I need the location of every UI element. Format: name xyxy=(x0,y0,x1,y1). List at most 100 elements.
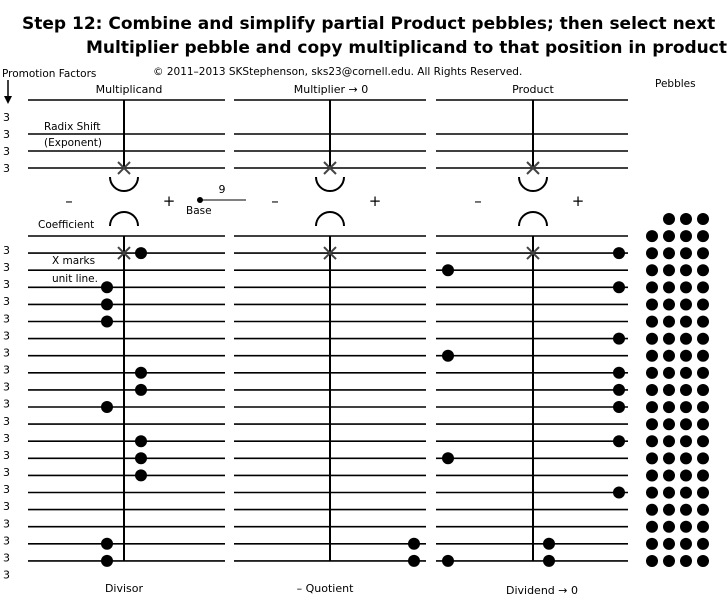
pool-pebble xyxy=(697,230,709,243)
pool-pebble xyxy=(663,452,675,465)
coefficient-factor: 3 xyxy=(3,415,10,428)
multiplicand-pebble xyxy=(101,401,113,413)
unit-x-mark-icon xyxy=(323,161,337,175)
base-value: 9 xyxy=(219,183,226,196)
exponent-factor: 3 xyxy=(3,128,10,141)
unit-x-mark-icon xyxy=(117,161,131,175)
pool-pebble xyxy=(663,503,675,516)
pool-pebble xyxy=(697,349,709,362)
pool-pebble xyxy=(680,418,692,431)
multiplicand-pebble xyxy=(135,469,147,482)
pool-pebble xyxy=(680,247,692,260)
pool-pebble xyxy=(697,469,709,482)
pool-pebble xyxy=(697,418,709,431)
pool-pebble xyxy=(680,384,692,396)
coefficient-factor: 3 xyxy=(3,398,10,411)
exponent-factor: 3 xyxy=(3,145,10,158)
product-pebble xyxy=(613,486,625,499)
pool-pebble xyxy=(646,486,658,499)
pool-pebble xyxy=(663,555,675,567)
quotient-label: – Quotient xyxy=(297,582,354,595)
dividend-label: Dividend → 0 xyxy=(506,584,578,597)
base-label: Base xyxy=(186,205,212,217)
pool-pebble xyxy=(697,401,709,414)
unit-x-mark-icon xyxy=(323,246,337,260)
pool-pebble xyxy=(663,366,675,379)
pool-pebble xyxy=(663,418,675,431)
cup-symbol-icon xyxy=(109,176,139,192)
pool-pebble xyxy=(680,264,692,277)
title-line-1: Step 12: Combine and simplify partial Pr… xyxy=(22,14,715,34)
pool-pebble xyxy=(697,281,709,294)
coefficient-factor: 3 xyxy=(3,500,10,513)
pool-pebble xyxy=(646,230,658,243)
multiplier-label: Multiplier → 0 xyxy=(294,83,368,96)
pool-pebble xyxy=(697,264,709,277)
unit-x-mark-icon xyxy=(117,246,131,260)
multiplicand-pebble xyxy=(135,452,147,465)
pool-pebble xyxy=(697,298,709,311)
coefficient-factor: 3 xyxy=(3,329,10,342)
plus-sign: + xyxy=(369,192,382,210)
pool-pebble xyxy=(663,384,675,396)
pool-pebble xyxy=(646,384,658,396)
grid-lines: –+–+–+ xyxy=(28,99,628,562)
pool-pebble xyxy=(680,315,692,328)
pool-pebble xyxy=(663,469,675,482)
pool-pebble xyxy=(646,315,658,328)
product-label: Product xyxy=(512,83,554,96)
coefficient-label: Coefficient xyxy=(38,219,94,231)
product-pebble xyxy=(543,554,555,567)
promotion-factors-label: Promotion Factors xyxy=(2,68,96,80)
multiplicand-pebble xyxy=(135,383,147,396)
pool-pebble xyxy=(680,213,692,225)
coefficient-factor: 3 xyxy=(3,347,10,360)
multiplicand-pebble xyxy=(101,298,113,311)
pool-pebble xyxy=(680,230,692,243)
pool-pebble xyxy=(697,315,709,328)
pool-pebble xyxy=(646,555,658,567)
pool-pebble xyxy=(646,469,658,482)
pool-pebble xyxy=(697,486,709,499)
pool-pebble xyxy=(646,281,658,294)
product-pebble xyxy=(543,537,555,550)
multiplicand-pebble xyxy=(101,281,113,294)
unit-x-mark-icon xyxy=(526,246,540,260)
coefficient-factor: 3 xyxy=(3,569,10,582)
pool-pebble xyxy=(646,332,658,345)
product-pebble xyxy=(613,332,625,345)
multiplicand-pebble xyxy=(135,366,147,379)
multiplicand-pebble xyxy=(101,315,113,328)
product-pebble xyxy=(613,401,625,413)
coefficient-factor: 3 xyxy=(3,432,10,445)
cap-symbol-icon xyxy=(109,211,139,227)
pool-pebble xyxy=(663,520,675,533)
pool-pebble xyxy=(680,435,692,448)
exponent-factor: 3 xyxy=(3,162,10,175)
product-pebble xyxy=(442,452,454,465)
pool-pebble xyxy=(663,230,675,243)
product-pebble xyxy=(442,264,454,277)
pool-pebble xyxy=(663,213,675,225)
plus-sign: + xyxy=(572,192,585,210)
multiplicand-pebble xyxy=(101,554,113,567)
coefficient-factor: 3 xyxy=(3,534,10,547)
pool-pebble xyxy=(697,213,709,225)
multiplier-pebble xyxy=(408,554,420,567)
pool-pebble xyxy=(663,332,675,345)
product-pebble xyxy=(613,383,625,396)
product-pebble xyxy=(613,435,625,448)
pool-pebble xyxy=(646,247,658,260)
pool-pebble xyxy=(680,486,692,499)
pool-pebble xyxy=(646,349,658,362)
pool-pebble xyxy=(663,537,675,550)
pool-pebble xyxy=(697,384,709,396)
pool-pebble xyxy=(680,281,692,294)
cup-symbol-icon xyxy=(518,176,548,192)
pool-pebble xyxy=(697,435,709,448)
pool-pebble xyxy=(680,469,692,482)
pool-pebble xyxy=(663,298,675,311)
pool-pebble xyxy=(646,435,658,448)
product-pebble xyxy=(613,366,625,379)
